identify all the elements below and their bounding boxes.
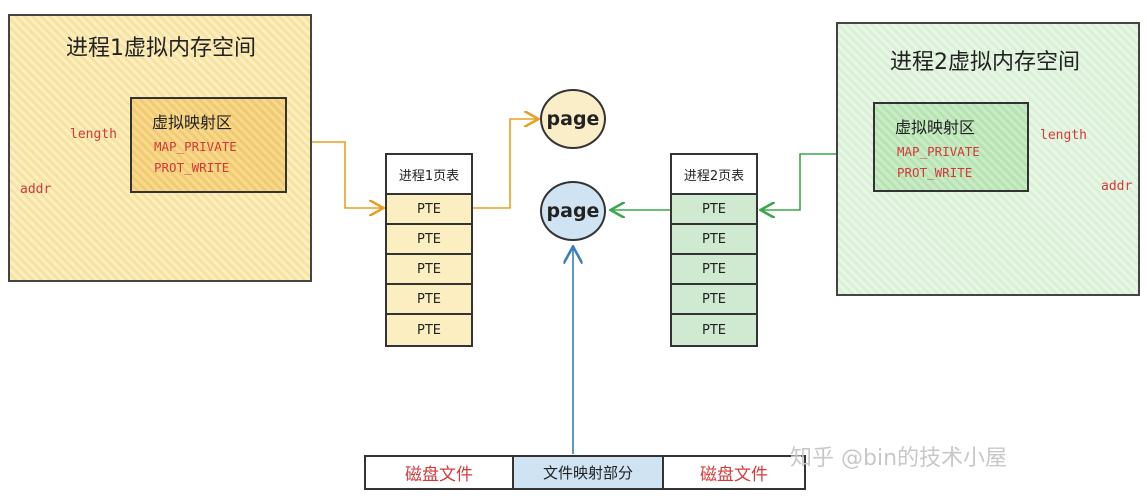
page-table2-entry: PTE [672, 225, 756, 255]
process2-flag-prot-write: PROT_WRITE [897, 165, 973, 180]
process1-flag-prot-write: PROT_WRITE [154, 160, 230, 175]
physical-page-shared: page [540, 181, 606, 241]
process1-addr-label: addr [20, 182, 52, 197]
page-table2-entry: PTE [672, 315, 756, 345]
process2-vma-title: 虚拟映射区 [895, 118, 976, 137]
page-table2-title: 进程2页表 [672, 155, 756, 195]
process2-length-label: length [1040, 128, 1087, 143]
process1-flag-map-private: MAP_PRIVATE [154, 139, 237, 154]
page-table1-entry: PTE [387, 255, 471, 285]
physical-page-copy: page [540, 89, 606, 149]
process1-vma-title: 虚拟映射区 [152, 113, 233, 132]
file-mapped-part: 文件映射部分 [512, 457, 664, 488]
page-table1-title: 进程1页表 [387, 155, 471, 195]
page-table1-entry: PTE [387, 195, 471, 225]
page-table2-entry: PTE [672, 195, 756, 225]
process2-page-table: 进程2页表 PTE PTE PTE PTE PTE [670, 153, 758, 347]
disk-file-bar: 磁盘文件 文件映射部分 磁盘文件 [364, 455, 806, 490]
disk-file-right: 磁盘文件 [700, 465, 768, 485]
process2-addr-label: addr [1101, 179, 1133, 194]
page-table2-entry: PTE [672, 255, 756, 285]
page-table1-entry: PTE [387, 315, 471, 345]
process1-page-table: 进程1页表 PTE PTE PTE PTE PTE [385, 153, 473, 347]
pte1-to-page-arrow [473, 119, 537, 209]
page-table2-entry: PTE [672, 285, 756, 315]
watermark: 知乎 @bin的技术小屋 [790, 446, 1008, 471]
process2-flag-map-private: MAP_PRIVATE [897, 144, 980, 159]
process1-length-label: length [70, 127, 117, 142]
page-table1-entry: PTE [387, 225, 471, 255]
page-table1-entry: PTE [387, 285, 471, 315]
process2-vma: 虚拟映射区 MAP_PRIVATE PROT_WRITE [873, 102, 1029, 192]
vma1-to-pte-arrow [287, 141, 382, 208]
process1-vma: 虚拟映射区 MAP_PRIVATE PROT_WRITE [130, 97, 287, 193]
process2-title: 进程2虚拟内存空间 [890, 50, 1080, 75]
disk-file-left: 磁盘文件 [405, 465, 473, 485]
process1-title: 进程1虚拟内存空间 [66, 36, 256, 61]
